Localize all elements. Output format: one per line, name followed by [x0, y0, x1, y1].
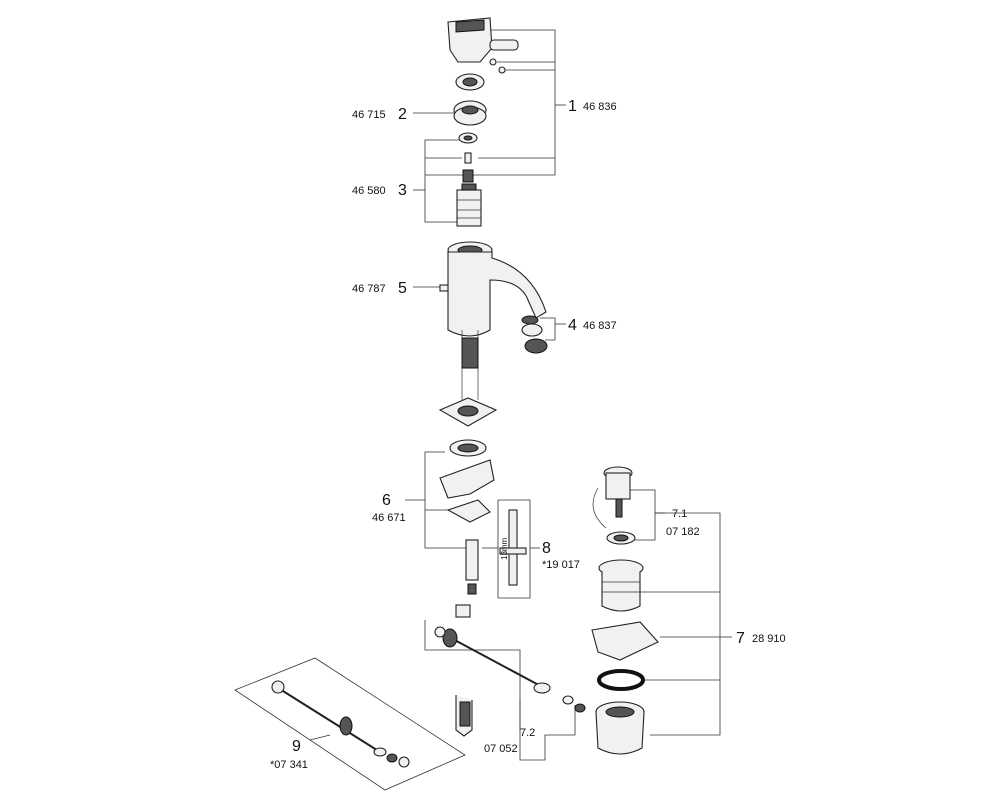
- bracket-6: [405, 451, 468, 549]
- callout-8-number: 8: [542, 540, 551, 557]
- threaded-stud: [465, 539, 479, 595]
- base-plate: [438, 397, 498, 427]
- bracket-1: [425, 29, 566, 176]
- callout-8: 8 *19 017: [542, 540, 580, 571]
- callout-6: 6 46 671: [372, 492, 406, 524]
- extension-set-frame: [234, 657, 466, 791]
- callout-2-number: 2: [398, 106, 407, 123]
- callout-9: 9 *07 341: [270, 738, 308, 771]
- callout-2-code: 46 715: [352, 109, 386, 121]
- waste-o-ring: [597, 669, 645, 691]
- lever-handle: [447, 17, 519, 74]
- callout-1: 1 46 836: [568, 98, 617, 115]
- callout-6-code: 46 671: [372, 512, 406, 524]
- callout-8-code: *19 017: [542, 559, 580, 571]
- callout-4-number: 4: [568, 317, 577, 334]
- supply-hoses: [455, 695, 473, 737]
- small-pin: [464, 152, 472, 164]
- tool-size-label: 13mm: [500, 537, 509, 560]
- callout-4: 4 46 837: [568, 317, 617, 334]
- bracket-7-2: [424, 620, 576, 761]
- callout-6-number: 6: [382, 492, 391, 509]
- bracket-7: [640, 512, 732, 736]
- callout-5-number: 5: [398, 280, 407, 297]
- callout-7: 7 28 910: [736, 630, 786, 647]
- bracket-3: [413, 139, 462, 223]
- callout-5-code: 46 787: [352, 283, 386, 295]
- bracket-8: [482, 499, 540, 599]
- callout-7-2-number: 7.2: [520, 727, 535, 739]
- callout-2: 46 715 2: [352, 106, 407, 123]
- spout-body: [439, 241, 547, 400]
- callout-7-2: 7.2 07 052: [484, 727, 535, 755]
- square-key: [462, 169, 474, 183]
- callout-7-1: 7.1 07 182: [666, 508, 700, 538]
- gasket-ring: [449, 439, 487, 457]
- callout-7-1-number: 7.1: [672, 508, 687, 520]
- waste-gasket: [591, 621, 659, 661]
- waste-washer: [606, 531, 636, 545]
- callout-9-code: *07 341: [270, 759, 308, 771]
- bracket-4: [540, 317, 566, 341]
- callout-3-code: 46 580: [352, 185, 386, 197]
- callout-1-number: 1: [568, 98, 577, 115]
- waste-body: [595, 701, 645, 755]
- callout-4-code: 46 837: [583, 320, 617, 332]
- callout-7-code: 28 910: [752, 633, 786, 645]
- aerator: [521, 315, 548, 354]
- popup-rod: [434, 604, 586, 713]
- callout-5: 46 787 5: [352, 280, 407, 297]
- mounting-tool: [499, 509, 527, 586]
- fixing-half-ring: [439, 459, 495, 523]
- small-nut: [458, 132, 478, 144]
- cartridge: [456, 183, 482, 227]
- cap-ring: [455, 73, 485, 91]
- callout-1-code: 46 836: [583, 101, 617, 113]
- callout-7-2-code: 07 052: [484, 743, 518, 755]
- part-2-ring: [453, 100, 487, 126]
- callout-7-number: 7: [736, 630, 745, 647]
- popup-plug: [592, 466, 633, 529]
- callout-9-number: 9: [292, 738, 301, 755]
- callout-3: 46 580 3: [352, 182, 407, 199]
- callout-3-number: 3: [398, 182, 407, 199]
- callout-7-1-code: 07 182: [666, 526, 700, 538]
- waste-flange: [598, 559, 644, 612]
- bracket-7-1: [630, 489, 665, 541]
